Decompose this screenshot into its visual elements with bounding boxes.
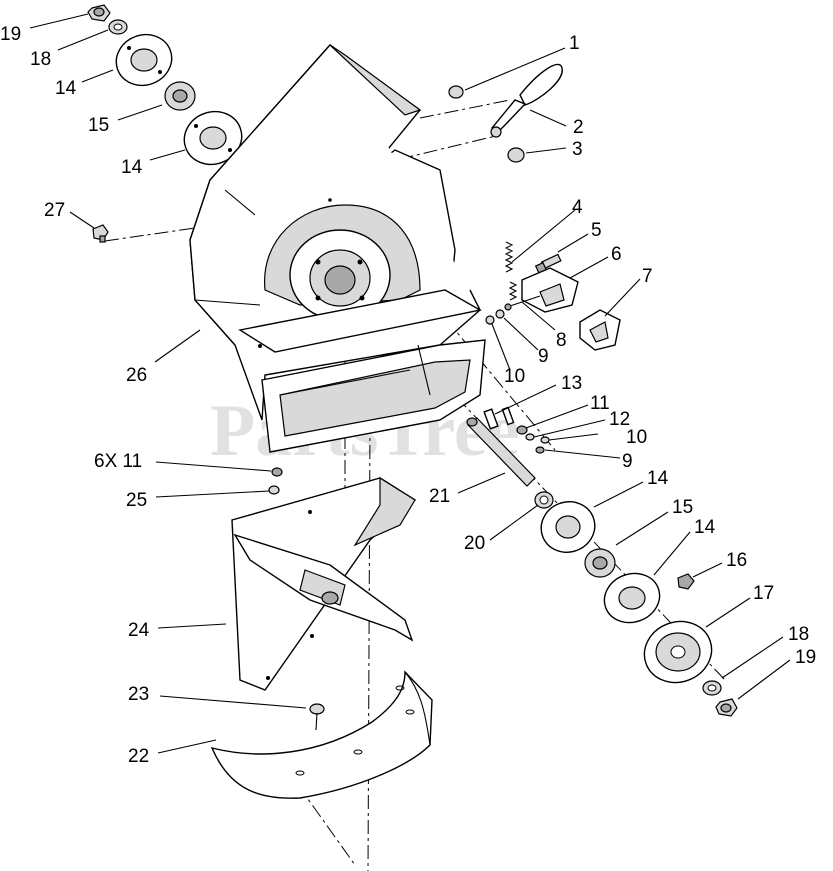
clamp-7: [579, 309, 621, 351]
washer-18-lower: [702, 680, 722, 696]
callout-10-upper: 10: [504, 366, 525, 387]
callout-2: 2: [573, 117, 584, 138]
bearing-15-upper: [164, 81, 196, 111]
callout-12: 12: [609, 409, 630, 430]
chute-24: [231, 476, 417, 691]
fastener-1: [448, 85, 464, 99]
bolt-23: [309, 703, 325, 731]
callout-4: 4: [572, 197, 583, 218]
callout-1: 1: [569, 33, 580, 54]
callout-6x-11: 6X 11: [94, 451, 142, 472]
spring-4: [504, 241, 518, 301]
callout-19-upper: 19: [0, 24, 21, 45]
callout-18-lower: 18: [788, 624, 809, 645]
callout-26: 26: [126, 365, 147, 386]
callout-8: 8: [556, 330, 567, 351]
callout-6: 6: [611, 244, 622, 265]
callout-21: 21: [429, 486, 450, 507]
callout-15-lower: 15: [672, 497, 693, 518]
callout-19-lower: 19: [795, 647, 816, 668]
callout-15-upper: 15: [88, 115, 109, 136]
bushing-20: [534, 491, 554, 509]
callout-7: 7: [642, 266, 653, 287]
leader-lines: [29, 13, 791, 754]
callout-labels: 19 18 14 15 14 27 26 1 2 3 4 5 6 7 8 9 1…: [0, 24, 816, 767]
callout-17: 17: [753, 583, 774, 604]
flange-14-upper-b: [183, 110, 243, 166]
washer-25: [268, 485, 280, 495]
callout-14-upper-a: 14: [55, 78, 77, 99]
callout-14-lower-b: 14: [694, 517, 716, 538]
bolt-8: [504, 295, 541, 311]
washer-18-upper: [108, 19, 128, 35]
callout-11: 11: [590, 393, 610, 414]
callout-14-upper-b: 14: [121, 157, 143, 178]
nut-19-upper: [87, 4, 111, 22]
callout-23: 23: [128, 684, 149, 705]
callout-10-lower: 10: [626, 427, 647, 448]
nut-16: [677, 573, 695, 590]
deflector-22: [210, 670, 433, 799]
callout-18-upper: 18: [30, 49, 51, 70]
callout-5: 5: [591, 220, 602, 241]
pulley-17: [643, 620, 713, 684]
callout-9-lower: 9: [622, 451, 633, 472]
callout-9-upper: 9: [538, 346, 549, 367]
callout-3: 3: [572, 139, 583, 160]
callout-20: 20: [464, 533, 485, 554]
hardware-11-12-10-9: [516, 425, 550, 454]
callout-14-lower-a: 14: [647, 468, 669, 489]
upper-bearing-stack: [87, 4, 243, 166]
callout-13: 13: [561, 373, 582, 394]
callout-25: 25: [126, 490, 147, 511]
washers-9-10-upper: [485, 309, 505, 325]
handle-2: [490, 63, 563, 138]
flange-14-upper-a: [115, 33, 173, 87]
callout-24: 24: [128, 620, 150, 641]
callout-27: 27: [44, 200, 65, 221]
clamp-6: [521, 267, 579, 313]
nut-19-lower: [715, 698, 738, 717]
bolt-27: [92, 224, 109, 243]
shaft-21: [466, 417, 536, 487]
callout-22: 22: [128, 746, 149, 767]
screw-11-lower: [271, 467, 283, 477]
knob-3: [507, 147, 525, 163]
callout-16: 16: [726, 550, 747, 571]
flange-14-lower-b: [603, 572, 661, 624]
key-13: [483, 406, 515, 430]
bearing-15-lower: [584, 548, 616, 578]
blower-housing-26: [189, 44, 486, 453]
flange-14-lower-a: [540, 501, 596, 553]
